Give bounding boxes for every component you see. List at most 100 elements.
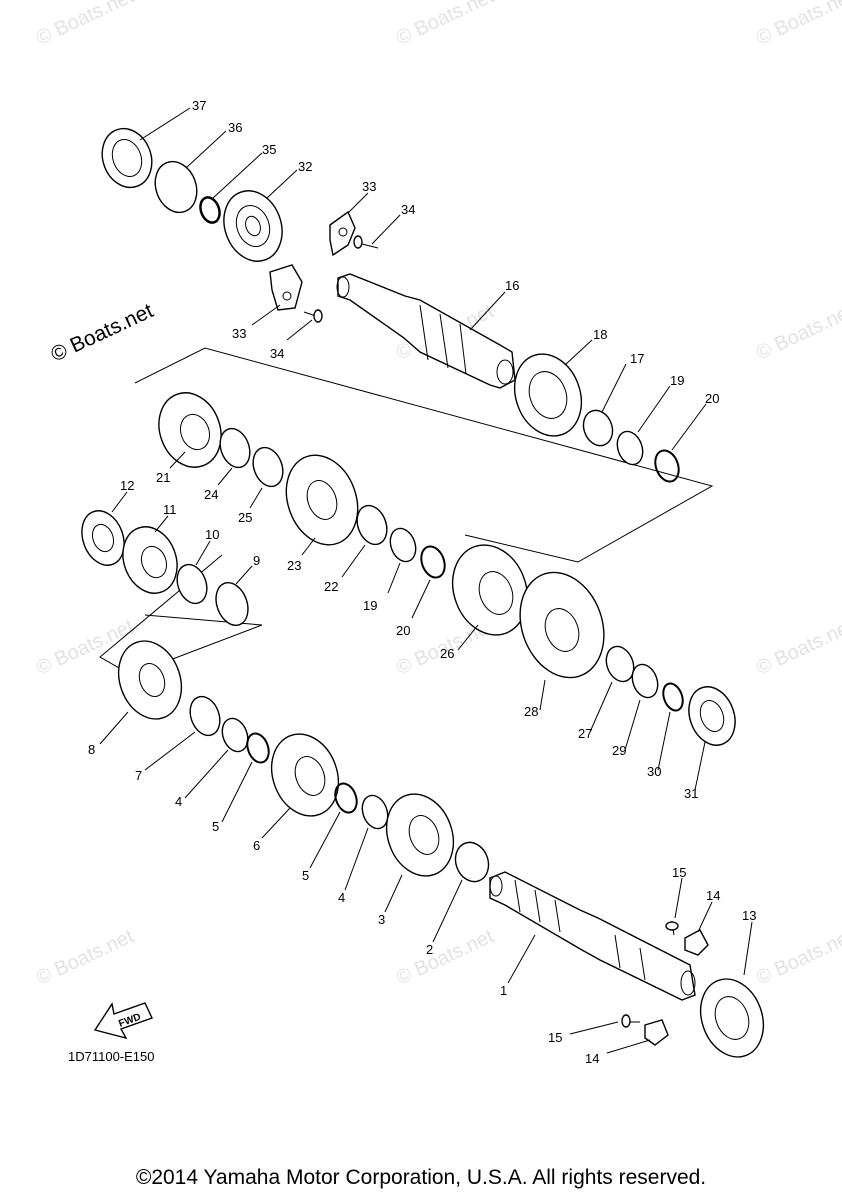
circlip-5-lower	[334, 782, 358, 814]
callout-leaders	[99, 107, 753, 1054]
screw-15-upper	[665, 921, 679, 936]
callout-34-lower: 34	[270, 346, 284, 361]
callout-28: 28	[524, 704, 538, 719]
gear-23	[285, 454, 359, 546]
callout-21: 21	[156, 470, 170, 485]
callout-15-lower: 15	[548, 1030, 562, 1045]
gear-8	[117, 640, 183, 720]
callout-14-upper: 14	[706, 888, 720, 903]
callout-5-upper: 5	[212, 819, 219, 834]
callout-27: 27	[578, 726, 592, 741]
circlip-5-upper	[246, 732, 270, 764]
bearing-17	[582, 409, 614, 447]
washer-25	[252, 446, 284, 488]
gear-21	[158, 392, 222, 468]
callout-30: 30	[647, 764, 661, 779]
callout-26: 26	[440, 646, 454, 661]
callout-20-lower: 20	[396, 623, 410, 638]
callout-4-lower: 4	[338, 890, 345, 905]
circlip-30	[662, 682, 684, 712]
callout-18: 18	[593, 327, 607, 342]
bearing-plate-33-lower	[269, 264, 303, 311]
callout-4-upper: 4	[175, 794, 182, 809]
washer-29	[631, 663, 659, 699]
callout-17: 17	[630, 351, 644, 366]
fwd-arrow-icon: FWD	[93, 1002, 153, 1040]
watermark: © Boats.net	[33, 925, 138, 989]
gear-11	[122, 526, 178, 594]
callout-5-lower: 5	[302, 868, 309, 883]
gear-6	[270, 733, 340, 817]
watermark: © Boats.net	[393, 0, 498, 50]
gear-3	[385, 793, 455, 877]
bearing-31	[688, 686, 736, 746]
bearing-7	[189, 695, 221, 737]
watermark: © Boats.net	[753, 300, 842, 364]
oil-seal-37	[101, 127, 153, 189]
watermark: © Boats.net	[753, 925, 842, 989]
washer-9	[215, 581, 249, 627]
callout-36: 36	[228, 120, 242, 135]
washer-24	[219, 427, 251, 469]
washer-4-lower	[361, 794, 389, 830]
callout-19-upper: 19	[670, 373, 684, 388]
watermark-dark: © Boats.net	[47, 299, 157, 366]
callout-11: 11	[163, 502, 177, 517]
circlip-20-upper	[654, 449, 680, 483]
bearing-plate-33-upper	[329, 210, 356, 257]
drive-axle-16	[336, 273, 516, 389]
bearing-12	[81, 510, 125, 566]
callout-35: 35	[262, 142, 276, 157]
washer-10	[176, 563, 208, 605]
callout-19-lower: 19	[363, 598, 377, 613]
callout-6: 6	[253, 838, 260, 853]
washer-19-lower	[389, 527, 417, 563]
callout-25: 25	[238, 510, 252, 525]
callout-23: 23	[287, 558, 301, 573]
callout-22: 22	[324, 579, 338, 594]
collar-2	[454, 841, 490, 883]
copyright-notice: ©2014 Yamaha Motor Corporation, U.S.A. A…	[135, 1166, 707, 1189]
callout-33-upper: 33	[362, 179, 376, 194]
callout-9: 9	[253, 553, 260, 568]
watermark: © Boats.net	[33, 0, 138, 50]
callout-15-upper: 15	[672, 865, 686, 880]
callout-7: 7	[135, 768, 142, 783]
callout-33-lower: 33	[232, 326, 246, 341]
gear-18	[513, 353, 583, 437]
callout-20-upper: 20	[705, 391, 719, 406]
collar-27	[605, 645, 635, 683]
collar-36	[154, 160, 198, 214]
screw-34-upper	[353, 235, 379, 249]
callout-37: 37	[192, 98, 206, 113]
bearing-32	[223, 190, 283, 262]
screw-15-lower	[621, 1014, 640, 1028]
plate-14-lower	[644, 1019, 669, 1046]
callout-labels: 37 36 35 32 33 34 33 34 16 18 17 19 20 2…	[88, 98, 756, 1066]
washer-4-upper	[221, 717, 249, 753]
watermark: © Boats.net	[753, 615, 842, 679]
bearing-13	[699, 978, 765, 1058]
callout-10: 10	[205, 527, 219, 542]
gear-28	[519, 571, 605, 679]
bearing-22	[356, 504, 388, 546]
callout-14-lower: 14	[585, 1051, 599, 1066]
callout-34-upper: 34	[401, 202, 415, 217]
callout-8: 8	[88, 742, 95, 757]
callout-2: 2	[426, 942, 433, 957]
callout-1: 1	[500, 983, 507, 998]
callout-29: 29	[612, 743, 626, 758]
callout-16: 16	[505, 278, 519, 293]
callout-12: 12	[120, 478, 134, 493]
o-ring-35	[199, 196, 221, 224]
callout-3: 3	[378, 912, 385, 927]
main-axle-1	[489, 871, 696, 1001]
plate-14-upper	[684, 929, 709, 956]
gear-26	[451, 544, 529, 636]
diagram-code: 1D71100-E150	[68, 1049, 155, 1064]
callout-32: 32	[298, 159, 312, 174]
screw-34-lower	[303, 309, 323, 323]
callout-13: 13	[742, 908, 756, 923]
callout-24: 24	[204, 487, 218, 502]
